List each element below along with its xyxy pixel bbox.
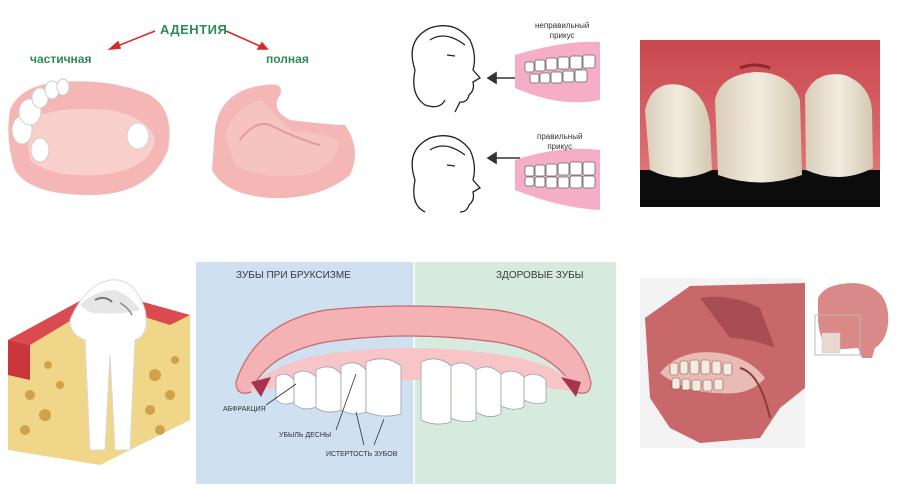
head-profile-correct-bite (411, 135, 482, 213)
crown-photo-illustration (640, 40, 880, 207)
full-adentia-jaw (212, 84, 355, 199)
tooth-cross-section (0, 265, 200, 465)
bite-illustration (411, 25, 600, 213)
bruxism-panel: ЗУБЫ ПРИ БРУКСИЗМЕ ЗДОРОВЫЕ ЗУБЫ АБФРАКЦ… (196, 262, 616, 484)
partial-adentia-jaw (8, 78, 170, 195)
tooth-cross-section-illustration (8, 279, 190, 465)
bruxism-heading: ЗУБЫ ПРИ БРУКСИЗМЕ (236, 270, 351, 281)
bruxism-illustration (196, 262, 616, 484)
wrong-bite-teeth (515, 41, 600, 103)
adentia-title: АДЕНТИЯ (160, 22, 228, 37)
red-arrow-icon (107, 30, 269, 51)
skull-panel (640, 278, 890, 448)
skull-illustration (640, 278, 889, 448)
healthy-heading: ЗДОРОВЫЕ ЗУБЫ (496, 270, 584, 281)
annotation-gum-recession: УБЫЛЬ ДЕСНЫ (279, 432, 332, 439)
partial-adentia-label: частичная (30, 52, 92, 66)
healthy-teeth (420, 358, 547, 425)
bruxism-teeth (275, 358, 402, 417)
adentia-illustration (8, 30, 355, 199)
correct-bite-label: правильный прикус (537, 132, 583, 152)
correct-bite-teeth (515, 148, 600, 210)
head-profile-wrong-bite (411, 25, 482, 113)
bite-panel: неправильный прикус правильный прикус (385, 0, 620, 215)
crown-photo (640, 40, 880, 207)
full-adentia-label: полная (266, 52, 309, 66)
adentia-panel: АДЕНТИЯ частичная полная (0, 0, 385, 215)
black-arrow-icon (486, 71, 520, 165)
annotation-tooth-wear: ИСТЕРТОСТЬ ЗУБОВ (326, 451, 398, 458)
wrong-bite-label: неправильный прикус (535, 21, 590, 41)
annotation-abfraction: АБФРАКЦИЯ (223, 406, 266, 413)
